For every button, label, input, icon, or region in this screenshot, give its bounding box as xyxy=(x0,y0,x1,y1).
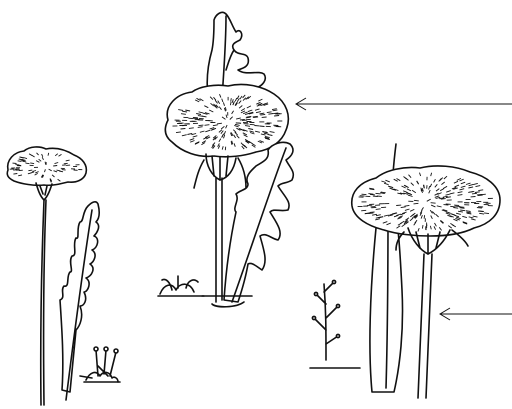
small-seedling xyxy=(80,347,120,382)
floret-stroke xyxy=(260,126,265,127)
floret-stroke xyxy=(274,116,279,117)
floret-stroke xyxy=(460,208,465,209)
large-dandelion-plant xyxy=(158,12,293,306)
floret-stroke xyxy=(45,162,46,165)
pointer-arrow-upper xyxy=(296,98,512,110)
floret-stroke xyxy=(370,212,375,213)
floret-stroke xyxy=(422,225,423,229)
floret-stroke xyxy=(205,125,210,126)
right-flower-head xyxy=(352,166,500,254)
small-dandelion-plant xyxy=(7,147,120,405)
floret-stroke xyxy=(13,174,17,175)
floret-stroke xyxy=(240,120,245,121)
center-seedling xyxy=(158,276,204,296)
floret-stroke xyxy=(450,206,455,207)
floret-stroke xyxy=(459,207,464,208)
right-seedling-sprig xyxy=(310,280,360,368)
small-flower-head xyxy=(7,147,86,200)
floret-stroke xyxy=(26,163,30,164)
floret-stroke xyxy=(28,170,32,171)
floret-stroke xyxy=(478,195,483,196)
floret-stroke xyxy=(199,125,204,126)
floret-stroke xyxy=(414,200,419,201)
floret-stroke xyxy=(273,113,278,114)
floret-stroke xyxy=(189,128,194,129)
floret-stroke xyxy=(64,163,68,164)
right-flower-stem xyxy=(418,254,424,398)
floret-stroke xyxy=(444,205,449,206)
floret-stroke xyxy=(368,194,373,195)
floret-stroke xyxy=(361,210,366,211)
floret-stroke xyxy=(376,193,381,194)
floret-stroke xyxy=(231,98,232,101)
floret-stroke xyxy=(472,193,477,194)
floret-stroke xyxy=(181,129,186,130)
floret-stroke xyxy=(53,166,57,167)
floret-stroke xyxy=(376,209,381,210)
floret-stroke xyxy=(481,194,486,195)
floret-stroke xyxy=(181,114,186,115)
floret-stroke xyxy=(479,211,484,212)
pointer-arrow-lower xyxy=(440,308,512,320)
right-dandelion-plant xyxy=(310,144,500,398)
floret-stroke xyxy=(431,203,436,204)
floret-stroke xyxy=(18,161,22,162)
floret-stroke xyxy=(424,215,425,219)
floret-stroke xyxy=(414,203,419,204)
